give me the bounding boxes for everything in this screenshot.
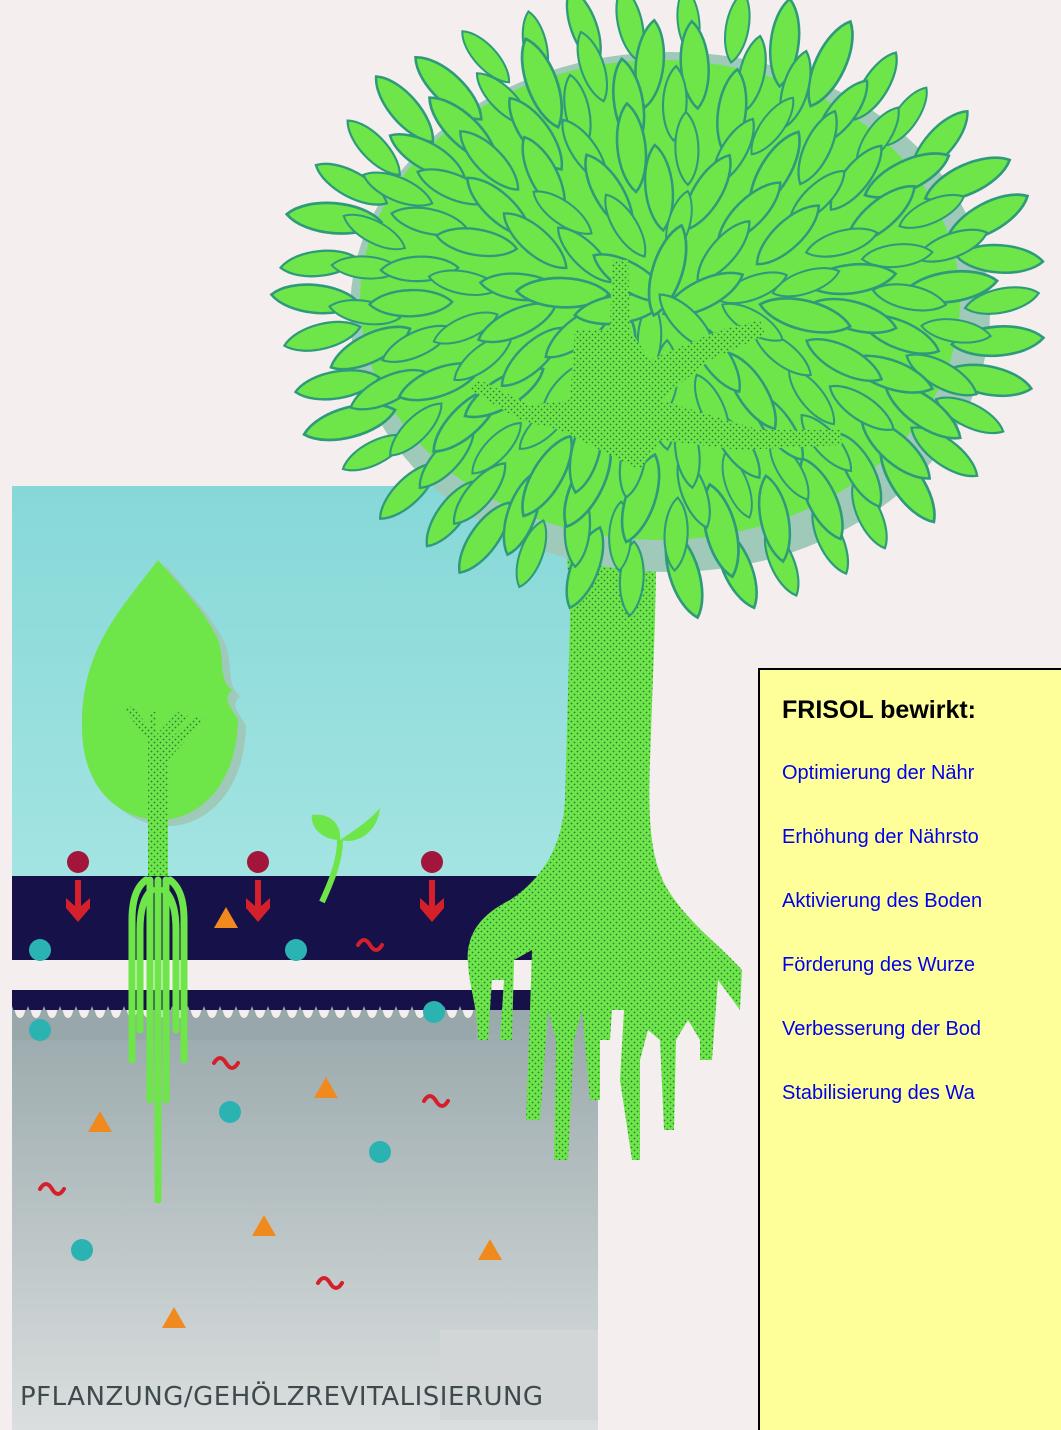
benefit-item: Verbesserung der Bod <box>782 1018 981 1041</box>
info-box-clip: FRISOL bewirkt: Optimierung der Nähr Erh… <box>758 668 1061 1430</box>
teal-dot <box>29 1019 51 1041</box>
nutrient-dot <box>247 851 269 873</box>
benefit-item: Förderung des Wurze <box>782 954 975 977</box>
benefit-item: Erhöhung der Nährsto <box>782 826 979 849</box>
teal-dot <box>29 939 51 961</box>
benefit-item: Stabilisierung des Wa <box>782 1082 975 1105</box>
benefit-item: Aktivierung des Boden <box>782 890 982 913</box>
info-box-title: FRISOL bewirkt: <box>782 696 976 725</box>
teal-dot <box>219 1101 241 1123</box>
benefit-item: Optimierung der Nähr <box>782 762 974 785</box>
nutrient-dot <box>67 851 89 873</box>
teal-dot <box>71 1239 93 1261</box>
info-box: FRISOL bewirkt: Optimierung der Nähr Erh… <box>758 668 1061 1430</box>
diagram-caption: PFLANZUNG/GEHÖLZREVITALISIERUNG <box>20 1382 544 1412</box>
teal-dot <box>285 939 307 961</box>
teal-dot <box>369 1141 391 1163</box>
teal-dot <box>423 1001 445 1023</box>
nutrient-dot <box>421 851 443 873</box>
